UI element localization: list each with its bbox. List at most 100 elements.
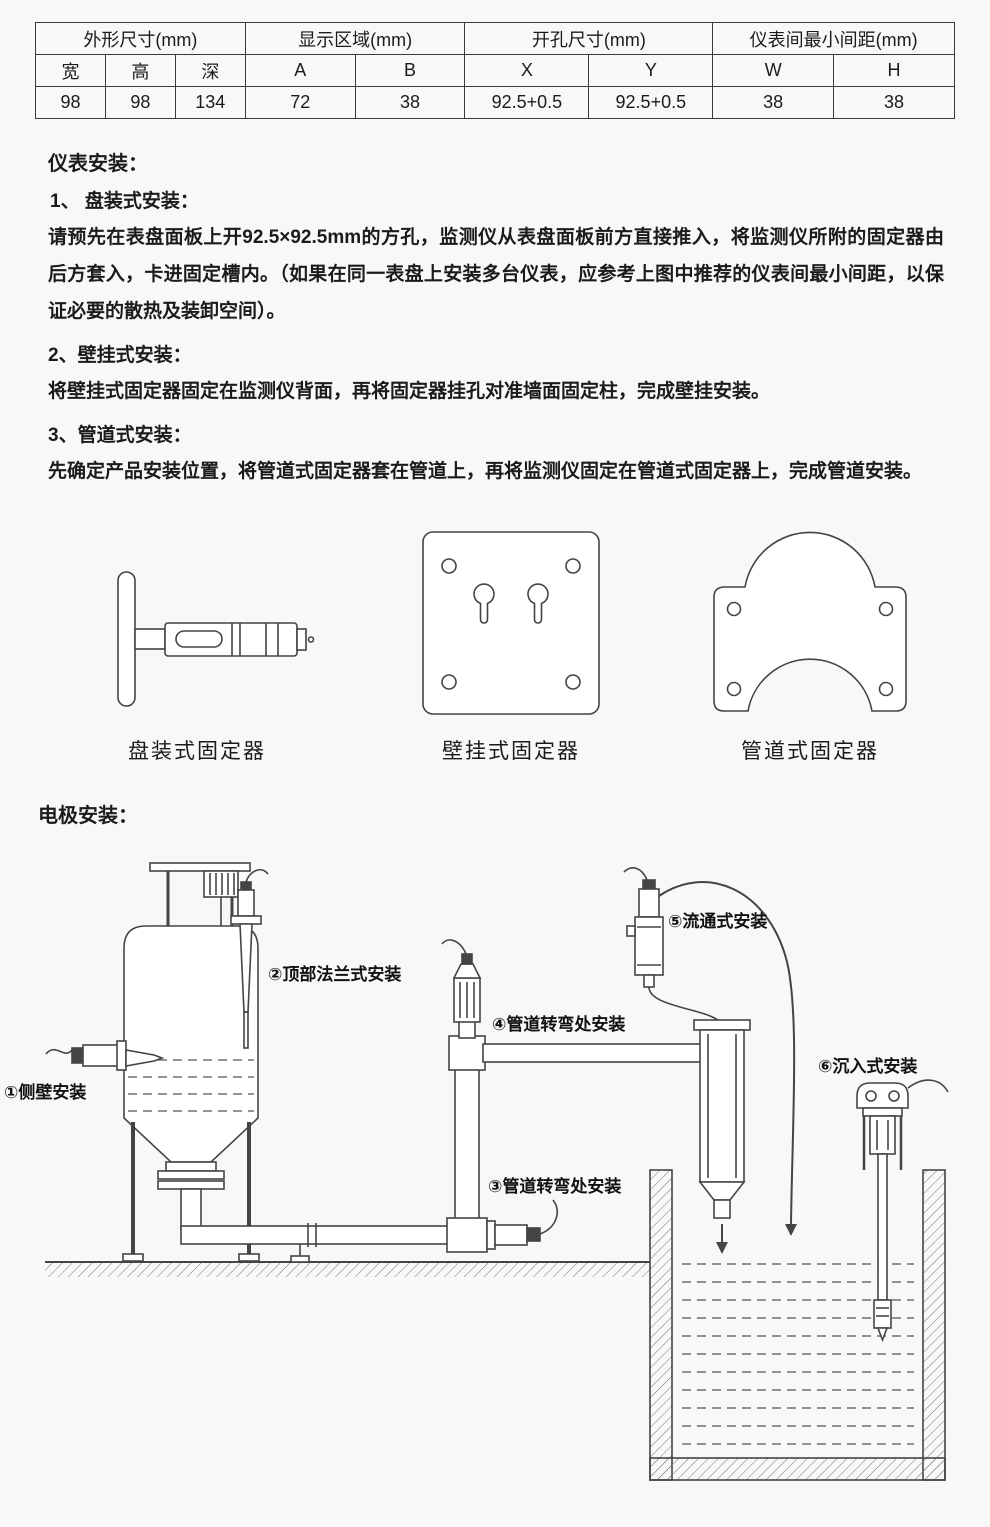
value-width: 98 — [35, 86, 106, 119]
mount-hole — [726, 681, 742, 697]
electrode-installation-diagram: ①侧壁安装 ②顶部法兰式安装 ③管道转弯处安装 ④管道转弯处安装 ⑤流通式安装 … — [4, 862, 949, 1481]
sensor2-body — [237, 889, 255, 917]
sensor-pipe-bend-bottom — [486, 1199, 558, 1250]
sensor4-taper — [452, 963, 482, 979]
pool-water-dashes — [682, 1263, 914, 1445]
sensor1-flange — [116, 1040, 127, 1071]
keyhole-slot — [527, 583, 549, 624]
value-b: 38 — [354, 86, 466, 119]
table-values-row: 98 98 134 72 38 92.5+0.5 92.5+0.5 38 38 — [35, 86, 955, 119]
outlet-tee-fitting — [693, 1019, 751, 1254]
col-header-height: 高 — [104, 54, 176, 87]
value-depth: 134 — [174, 86, 246, 119]
down-arrow-icon — [785, 1224, 797, 1236]
mount-hole — [878, 601, 894, 617]
sensor6-rod — [877, 1153, 888, 1301]
mount-hole — [878, 681, 894, 697]
flow-cell-outlet — [643, 974, 655, 988]
sensor3-body — [494, 1224, 528, 1246]
label-submersion: ⑥沉入式安装 — [818, 1056, 917, 1076]
step1-body: 请预先在表盘面板上开92.5×92.5mm的方孔，监测仪从表盘面板前方直接推入，… — [48, 227, 944, 322]
table-column-header-row: 宽 高 深 A B X Y W H — [35, 54, 955, 87]
value-x: 92.5+0.5 — [464, 86, 590, 119]
mount-hole — [565, 558, 581, 574]
pipe-fixture-figure: 管道式固定器 — [700, 525, 920, 765]
keyhole-slot — [473, 583, 495, 624]
vertical-pipe — [454, 1067, 480, 1229]
sensor2-flange — [230, 915, 262, 925]
tank-left-foot — [122, 1253, 144, 1262]
reaction-tank — [122, 862, 260, 1262]
sensor1-body — [82, 1044, 120, 1067]
valve-flange-bottom — [157, 1180, 225, 1190]
upper-elbow — [448, 1035, 486, 1071]
pipe-fixture-drawing — [713, 531, 907, 712]
mount-hole — [441, 674, 457, 690]
sensor-top-flange — [230, 869, 269, 1049]
value-h: 38 — [833, 86, 955, 119]
col-header-h: H — [833, 54, 955, 87]
tee-nozzle — [713, 1199, 731, 1219]
step1-heading: 1、 盘装式安装： — [50, 191, 199, 212]
group-header-outline: 外形尺寸(mm) — [35, 22, 246, 55]
pool-right-wall — [922, 1169, 946, 1481]
col-header-a: A — [244, 54, 356, 87]
tank-right-foot — [238, 1253, 260, 1262]
sensor3-flange — [486, 1220, 496, 1250]
ground — [45, 1261, 650, 1277]
sensor6-screw — [888, 1090, 900, 1102]
sensor2-cable — [245, 869, 269, 883]
col-header-y: Y — [588, 54, 714, 87]
dimension-spec-table: 外形尺寸(mm) 显示区域(mm) 开孔尺寸(mm) 仪表间最小间距(mm) 宽… — [35, 22, 955, 119]
mount-hole — [726, 601, 742, 617]
top-frame-bar — [149, 862, 251, 872]
mount-hole — [565, 674, 581, 690]
pool-bottom-wall — [649, 1457, 946, 1481]
sensor5-cable-long — [658, 881, 796, 1227]
wall-fixture-caption: 壁挂式固定器 — [442, 740, 580, 763]
fixture-figures-row: 盘装式固定器 壁挂式固定器 — [72, 520, 920, 765]
flow-cell-body — [634, 916, 664, 976]
sensor6-body — [869, 1115, 896, 1155]
group-header-display-area: 显示区域(mm) — [244, 22, 466, 55]
col-header-depth: 深 — [174, 54, 246, 87]
tee-top-flange — [693, 1019, 751, 1031]
label-top-flange: ②顶部法兰式安装 — [268, 964, 401, 984]
col-header-w: W — [712, 54, 835, 87]
wall-fixture-figure: 壁挂式固定器 — [411, 520, 611, 765]
sensor6-cable — [907, 1079, 949, 1093]
panel-fixture-caption: 盘装式固定器 — [128, 740, 266, 763]
sensor2-tip-rod — [243, 1011, 249, 1049]
sensor6-electrode — [873, 1299, 892, 1329]
sensor6-flange — [862, 1107, 903, 1117]
sensor1-cable — [45, 1048, 73, 1055]
panel-fixture-figure: 盘装式固定器 — [72, 560, 322, 765]
col-header-x: X — [464, 54, 590, 87]
valve-flange-top — [157, 1170, 225, 1180]
label-flow-through: ⑤流通式安装 — [668, 911, 767, 931]
sensor4-cable — [441, 939, 467, 955]
sensor2-cap — [240, 881, 252, 891]
sensor-pipe-bend-top — [441, 939, 482, 1039]
pool-left-wall — [649, 1169, 673, 1481]
step3-body: 先确定产品安装位置，将管道式固定器套在管道上，再将监测仪固定在管道式固定器上，完… — [48, 461, 923, 482]
pool-basin — [649, 1169, 946, 1481]
label-pipe-bend-4: ④管道转弯处安装 — [492, 1014, 625, 1034]
sensor5-body — [638, 888, 660, 918]
tank-body — [123, 925, 259, 1163]
tee-body — [699, 1029, 745, 1183]
sensor6-screw — [865, 1090, 877, 1102]
col-header-width: 宽 — [35, 54, 106, 87]
sensor4-cap — [461, 953, 473, 965]
sensor6-tip — [876, 1327, 889, 1343]
sensor-side-wall — [45, 1040, 165, 1071]
sensor-flow-through — [623, 867, 797, 1236]
group-header-min-spacing: 仪表间最小间距(mm) — [712, 22, 955, 55]
sensor6-bracket — [856, 1082, 909, 1109]
tee-taper — [698, 1181, 746, 1201]
col-header-b: B — [354, 54, 466, 87]
wall-fixture-drawing — [422, 531, 600, 715]
pipe-support-foot — [290, 1255, 310, 1263]
step2-heading: 2、壁挂式安装： — [48, 345, 192, 366]
